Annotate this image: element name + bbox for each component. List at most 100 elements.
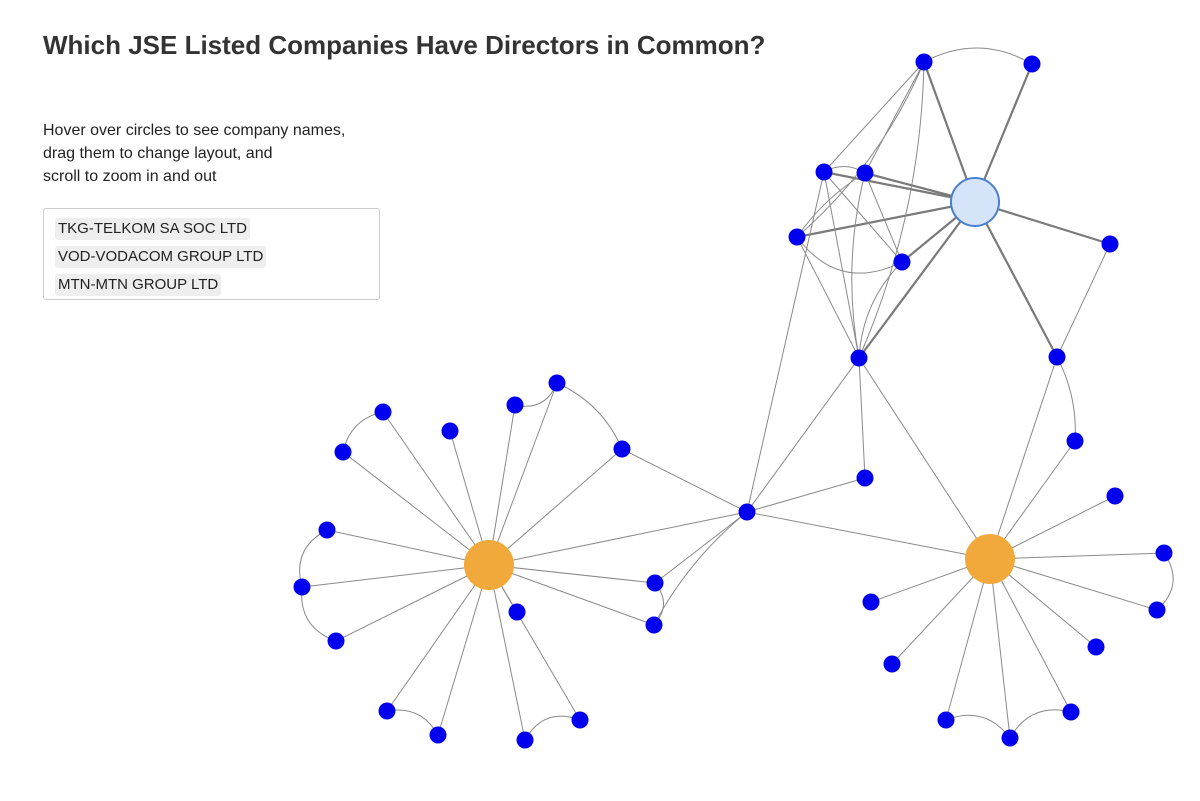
page-title: Which JSE Listed Companies Have Director… bbox=[43, 30, 766, 60]
edge-r9-r7 bbox=[1009, 709, 1072, 739]
edge-T-R bbox=[858, 357, 991, 560]
company-node-l6[interactable] bbox=[613, 440, 631, 458]
company-node-hub-right[interactable] bbox=[965, 534, 1015, 584]
company-node-l14[interactable] bbox=[429, 726, 447, 744]
company-node-l10[interactable] bbox=[646, 574, 664, 592]
edge-L-l9 bbox=[335, 564, 490, 642]
company-node-l16[interactable] bbox=[571, 711, 589, 729]
instruction-line-drag: drag them to change layout, and bbox=[43, 145, 273, 162]
instructions-text: Hover over circles to see company names,… bbox=[43, 119, 345, 188]
company-node-r0[interactable] bbox=[1066, 432, 1084, 450]
edge-sel-a5 bbox=[796, 200, 976, 239]
instruction-line-hover: Hover over circles to see company names, bbox=[43, 122, 346, 139]
company-node-l1[interactable] bbox=[374, 403, 392, 421]
edge-r8-r9 bbox=[945, 714, 1011, 739]
edge-a1-T bbox=[858, 61, 925, 359]
company-node-r4[interactable] bbox=[862, 593, 880, 611]
company-node-a1[interactable] bbox=[915, 53, 933, 71]
company-node-TR[interactable] bbox=[1048, 348, 1066, 366]
company-node-l8[interactable] bbox=[293, 578, 311, 596]
company-node-a4[interactable] bbox=[856, 164, 874, 182]
edge-a4-T bbox=[851, 172, 866, 359]
company-node-l4[interactable] bbox=[506, 396, 524, 414]
edge-L-l14 bbox=[437, 564, 490, 736]
company-node-l2[interactable] bbox=[334, 443, 352, 461]
edge-M-mR bbox=[746, 477, 866, 513]
edge-L-l15 bbox=[488, 564, 526, 741]
edge-a5-a4 bbox=[796, 172, 866, 238]
edge-L-l13 bbox=[386, 564, 490, 712]
company-node-l3[interactable] bbox=[441, 422, 459, 440]
company-tag-vodacom[interactable]: VOD-VODACOM GROUP LTD bbox=[55, 246, 267, 268]
company-node-r2[interactable] bbox=[1155, 544, 1173, 562]
edge-l8-l9 bbox=[301, 586, 337, 642]
company-node-a7[interactable] bbox=[1101, 235, 1119, 253]
edge-r2-r3 bbox=[1156, 552, 1174, 611]
edge-a1-a4 bbox=[864, 61, 925, 174]
company-node-r7[interactable] bbox=[1062, 703, 1080, 721]
company-node-l13[interactable] bbox=[378, 702, 396, 720]
edge-R-r9 bbox=[989, 558, 1011, 739]
edge-a3-a6 bbox=[823, 171, 903, 263]
edge-R-r2 bbox=[989, 552, 1165, 560]
edge-a4-a6 bbox=[864, 172, 903, 263]
edge-a3-T bbox=[823, 171, 860, 359]
company-node-a5[interactable] bbox=[788, 228, 806, 246]
edge-sel-T bbox=[858, 201, 976, 359]
company-node-a2[interactable] bbox=[1023, 55, 1041, 73]
company-node-l11[interactable] bbox=[645, 616, 663, 634]
edge-M-l10 bbox=[654, 511, 748, 584]
company-tag-mtn[interactable]: MTN-MTN GROUP LTD bbox=[55, 274, 222, 296]
company-node-T[interactable] bbox=[850, 349, 868, 367]
edge-M-l6 bbox=[621, 448, 748, 513]
edge-L-l6 bbox=[488, 448, 623, 566]
company-node-l7[interactable] bbox=[318, 521, 336, 539]
instruction-line-zoom: scroll to zoom in and out bbox=[43, 168, 217, 185]
company-node-r8[interactable] bbox=[937, 711, 955, 729]
edge-l5-l6 bbox=[556, 382, 623, 450]
edge-a3-M bbox=[746, 171, 825, 513]
company-node-r9[interactable] bbox=[1001, 729, 1019, 747]
edge-a6-T bbox=[858, 261, 903, 359]
company-node-l9[interactable] bbox=[327, 632, 345, 650]
company-node-r3[interactable] bbox=[1148, 601, 1166, 619]
company-node-a6[interactable] bbox=[893, 253, 911, 271]
edge-a1-a5 bbox=[796, 61, 925, 238]
edge-l7-l8 bbox=[299, 529, 328, 588]
edge-T-M bbox=[746, 357, 860, 513]
company-node-selected[interactable] bbox=[950, 177, 1000, 227]
edge-R-r3 bbox=[989, 558, 1158, 611]
edge-M-L bbox=[488, 511, 748, 566]
edge-L-l8 bbox=[301, 564, 490, 588]
edge-TR-R bbox=[989, 356, 1058, 560]
selected-companies-box[interactable]: TKG-TELKOM SA SOC LTD VOD-VODACOM GROUP … bbox=[43, 208, 380, 300]
company-node-l12[interactable] bbox=[508, 603, 526, 621]
edge-TR-r0 bbox=[1056, 356, 1076, 442]
edge-M-l11 bbox=[653, 511, 748, 626]
edge-a5-T bbox=[796, 236, 860, 359]
node-layer bbox=[293, 53, 1173, 749]
company-node-l5[interactable] bbox=[548, 374, 566, 392]
edge-L-l2 bbox=[342, 451, 490, 566]
edge-L-l1 bbox=[382, 411, 490, 566]
company-node-M[interactable] bbox=[738, 503, 756, 521]
edge-a7-TR bbox=[1056, 243, 1111, 358]
company-node-hub-left[interactable] bbox=[464, 540, 514, 590]
edge-L-l16 bbox=[488, 564, 581, 721]
edge-a1-a3 bbox=[823, 61, 925, 173]
edge-sel-TR bbox=[974, 201, 1058, 358]
edge-layer bbox=[299, 47, 1174, 741]
edge-R-r7 bbox=[989, 558, 1072, 713]
edge-M-R bbox=[746, 511, 991, 560]
edge-T-mR bbox=[858, 357, 866, 479]
company-node-r1[interactable] bbox=[1106, 487, 1124, 505]
company-node-r6[interactable] bbox=[1087, 638, 1105, 656]
company-node-l15[interactable] bbox=[516, 731, 534, 749]
edge-L-l5 bbox=[488, 382, 558, 566]
company-tag-telkom[interactable]: TKG-TELKOM SA SOC LTD bbox=[55, 218, 250, 240]
company-node-a3[interactable] bbox=[815, 163, 833, 181]
company-node-r5[interactable] bbox=[883, 655, 901, 673]
edge-a1-a2 bbox=[923, 47, 1033, 65]
company-node-mR[interactable] bbox=[856, 469, 874, 487]
